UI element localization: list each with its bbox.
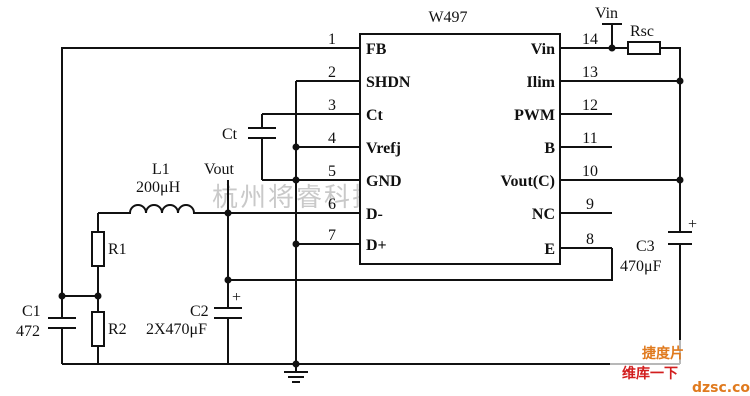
pin-name-vin: Vin (531, 41, 555, 58)
pin-name-b: B (544, 140, 555, 157)
c2-value: 2X470μF (146, 321, 207, 338)
pin-name-ilim: Ilim (527, 74, 556, 91)
c1-name: C1 (22, 303, 41, 320)
pin-name-d-minus: D- (366, 206, 383, 223)
pin-num-11: 11 (582, 130, 597, 147)
c2-name: C2 (190, 303, 209, 320)
c2-plus: + (232, 289, 241, 306)
c3-value: 470μF (620, 258, 662, 275)
pin-num-14: 14 (582, 31, 598, 48)
r2-resistor (91, 311, 105, 347)
r1-resistor (91, 231, 105, 267)
pin-num-8: 8 (586, 231, 594, 248)
pin-name-vout-c: Vout(C) (500, 173, 555, 190)
pin-name-shdn: SHDN (366, 74, 411, 91)
left-pins (262, 47, 360, 245)
pin-num-4: 4 (328, 130, 336, 147)
pin-num-5: 5 (328, 163, 336, 180)
l1-value: 200μH (136, 179, 181, 196)
ct-label: Ct (222, 126, 238, 143)
pin-name-pwm: PWM (514, 107, 555, 124)
l1-inductor (98, 204, 200, 214)
c3-name: C3 (636, 238, 655, 255)
node-gnd (292, 176, 300, 184)
pin-name-fb: FB (366, 41, 387, 58)
ic-name: W497 (428, 9, 467, 26)
logo-line1: 捷度片 (642, 345, 684, 362)
c1-value: 472 (16, 323, 40, 340)
node-d-plus (292, 240, 300, 248)
pin-num-7: 7 (328, 227, 336, 244)
ground-symbol (284, 371, 308, 383)
pin-name-e: E (544, 241, 555, 258)
r2-label: R2 (108, 321, 127, 338)
pin-name-d-plus: D+ (366, 237, 387, 254)
pin-num-12: 12 (582, 97, 598, 114)
pin-num-13: 13 (582, 64, 598, 81)
node-pin8 (224, 276, 232, 284)
pin-num-9: 9 (586, 196, 594, 213)
pin-name-vrefj: Vrefj (366, 140, 401, 157)
logo-line2: 维库一下 (622, 365, 678, 382)
pin-num-6: 6 (328, 196, 336, 213)
pin-name-gnd: GND (366, 173, 402, 190)
pin-num-2: 2 (328, 64, 336, 81)
right-pins (560, 47, 612, 249)
vin-label: Vin (595, 5, 618, 22)
l1-name: L1 (152, 161, 170, 178)
pin-name-nc: NC (532, 206, 555, 223)
pin8-wire (228, 248, 613, 281)
fb-wire (61, 47, 318, 296)
rsc-label: Rsc (630, 23, 654, 40)
pin-num-3: 3 (328, 97, 336, 114)
pin-name-ct: Ct (366, 107, 384, 124)
c3-plus: + (688, 216, 697, 233)
ic-body (359, 33, 561, 265)
logo-site: dzsc.com (692, 380, 750, 396)
pin-num-10: 10 (582, 163, 598, 180)
r1-label: R1 (108, 241, 127, 258)
pin-num-1: 1 (328, 31, 336, 48)
node-vrefj (292, 143, 300, 151)
site-logo: 捷度片 维库一下 dzsc.com (610, 340, 750, 396)
rsc-resistor (627, 41, 661, 55)
vout-label: Vout (204, 161, 234, 178)
